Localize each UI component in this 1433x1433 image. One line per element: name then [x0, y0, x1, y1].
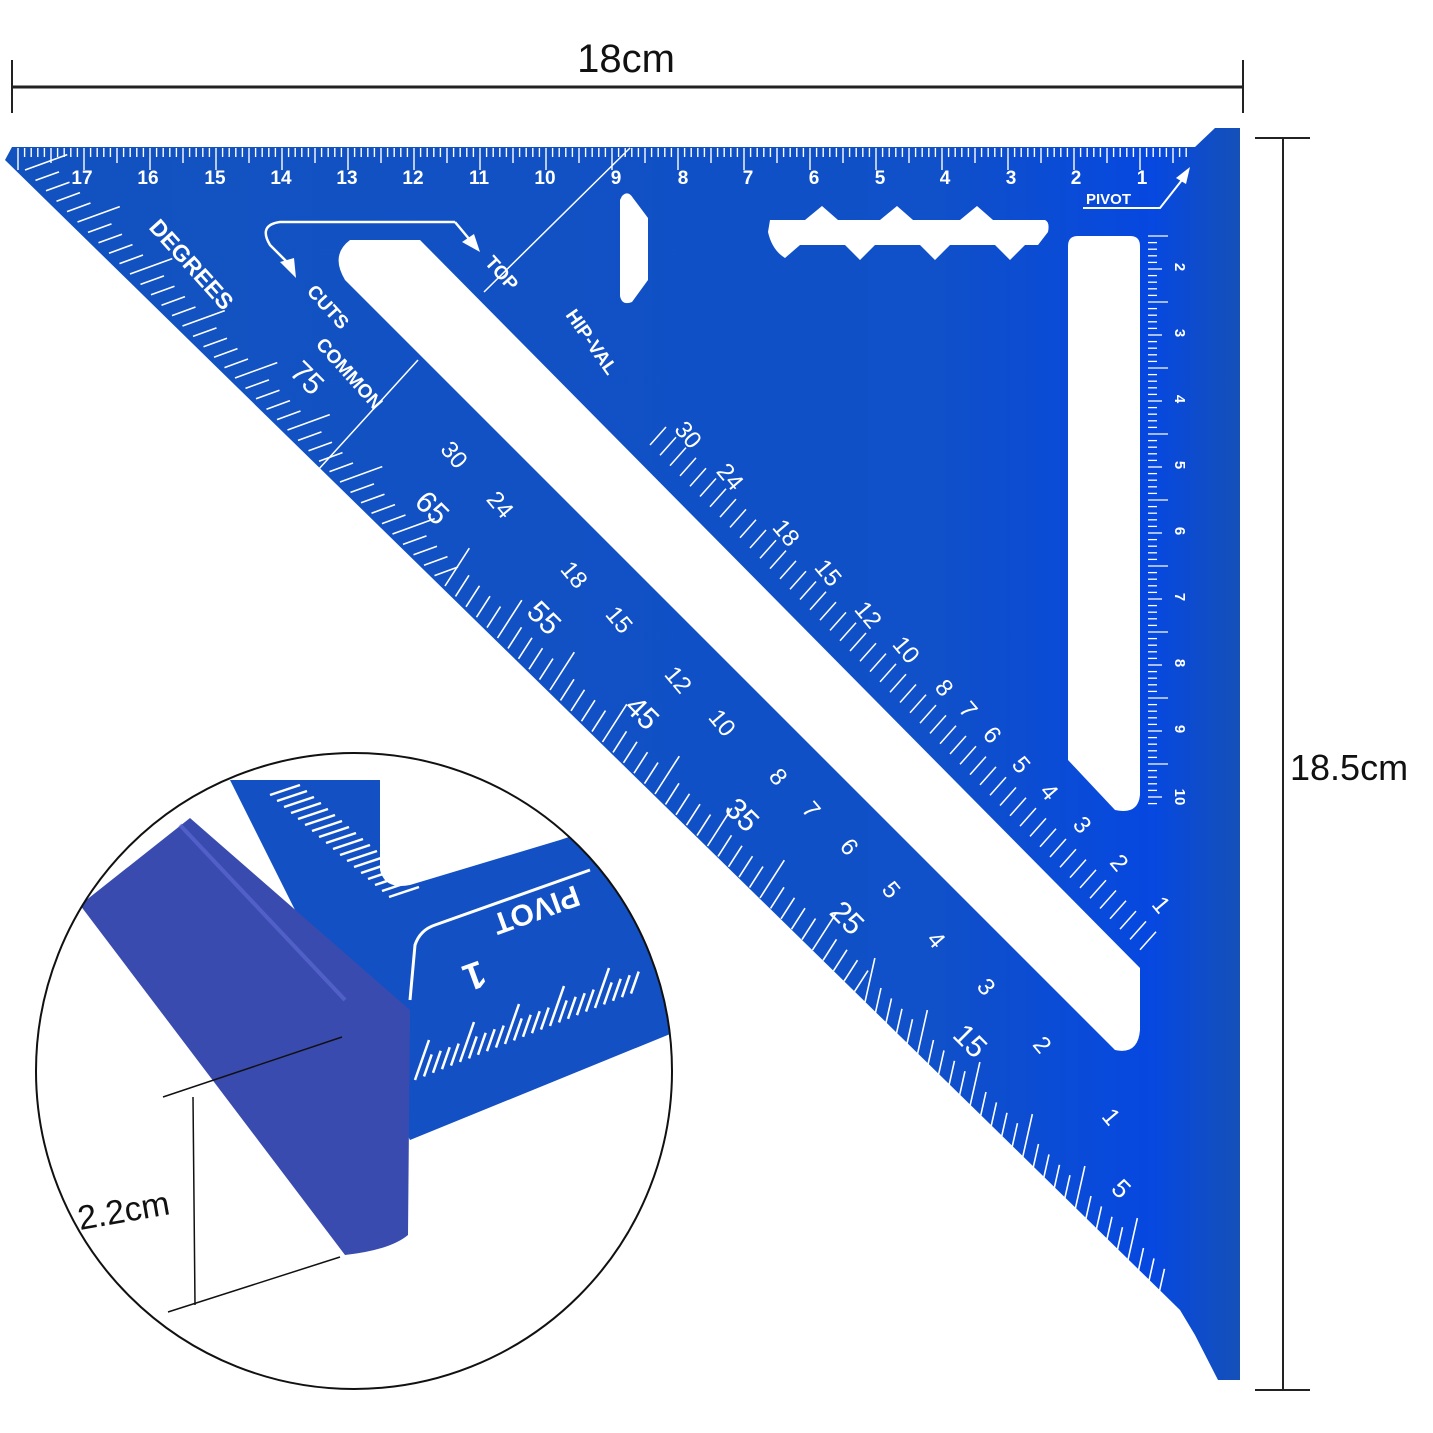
side-ruler-labels: 2 3 4 5 6 7 8 9 10 — [1171, 263, 1188, 806]
top-ruler-label: 2 — [1071, 168, 1082, 189]
side-ruler-label: 2 — [1171, 263, 1188, 271]
top-ruler-label: 12 — [402, 168, 423, 189]
top-ruler-label: 3 — [1006, 168, 1017, 189]
top-ruler-label: 14 — [270, 168, 292, 189]
square-lip — [80, 818, 410, 1255]
pivot-marker: PIVOT — [1083, 167, 1190, 209]
width-dimension: 18cm — [11, 37, 1244, 113]
top-ruler-label: 1 — [1137, 168, 1148, 189]
side-ruler-label: 3 — [1171, 329, 1188, 337]
width-label: 18cm — [577, 37, 675, 81]
side-ruler-label: 9 — [1171, 725, 1188, 733]
inset-detail: PIVOT 1 2.2cm — [35, 752, 673, 1390]
top-ruler-label: 17 — [71, 168, 92, 189]
height-label: 18.5cm — [1290, 747, 1408, 788]
small-slot — [620, 193, 648, 304]
side-ruler-ticks — [1148, 235, 1168, 805]
center-slot — [338, 240, 1141, 1051]
top-ruler-label: 15 — [204, 168, 226, 189]
height-dimension: 18.5cm — [1255, 137, 1408, 1391]
top-ruler-label: 16 — [137, 168, 158, 189]
rafter-scale-ticks — [649, 426, 1157, 951]
inset-ruler-ticks — [269, 783, 640, 1081]
side-ruler-label: 5 — [1171, 461, 1188, 469]
top-ruler-label: 9 — [611, 168, 622, 189]
top-ruler-label: 13 — [336, 168, 357, 189]
top-ruler-minor-ticks — [17, 148, 1187, 170]
top-ruler-label: 10 — [534, 168, 555, 189]
top-ruler-label: 5 — [875, 168, 886, 189]
side-ruler-label: 6 — [1171, 527, 1188, 535]
side-ruler-label: 7 — [1171, 593, 1188, 601]
curved-arrow-icon — [264, 220, 455, 266]
top-ruler-label: 6 — [809, 168, 820, 189]
top-ruler-labels: 17 16 15 14 13 12 11 10 9 8 7 6 5 4 3 2 … — [71, 168, 1147, 189]
right-slot — [1068, 236, 1140, 811]
top-ruler-label: 7 — [743, 168, 754, 189]
square-body — [5, 128, 1240, 1380]
top-ruler-label: 8 — [678, 168, 689, 189]
pivot-label: PIVOT — [1086, 191, 1131, 208]
pivot-arrow-icon — [1083, 179, 1183, 209]
notched-slot — [768, 206, 1049, 260]
top-ruler-label: 11 — [469, 168, 490, 189]
side-ruler-label: 10 — [1171, 789, 1188, 806]
top-ruler-label: 4 — [940, 168, 951, 189]
side-ruler-label: 4 — [1171, 395, 1188, 404]
side-ruler-label: 8 — [1171, 659, 1188, 667]
degree-scale-ticks — [24, 153, 1166, 1294]
